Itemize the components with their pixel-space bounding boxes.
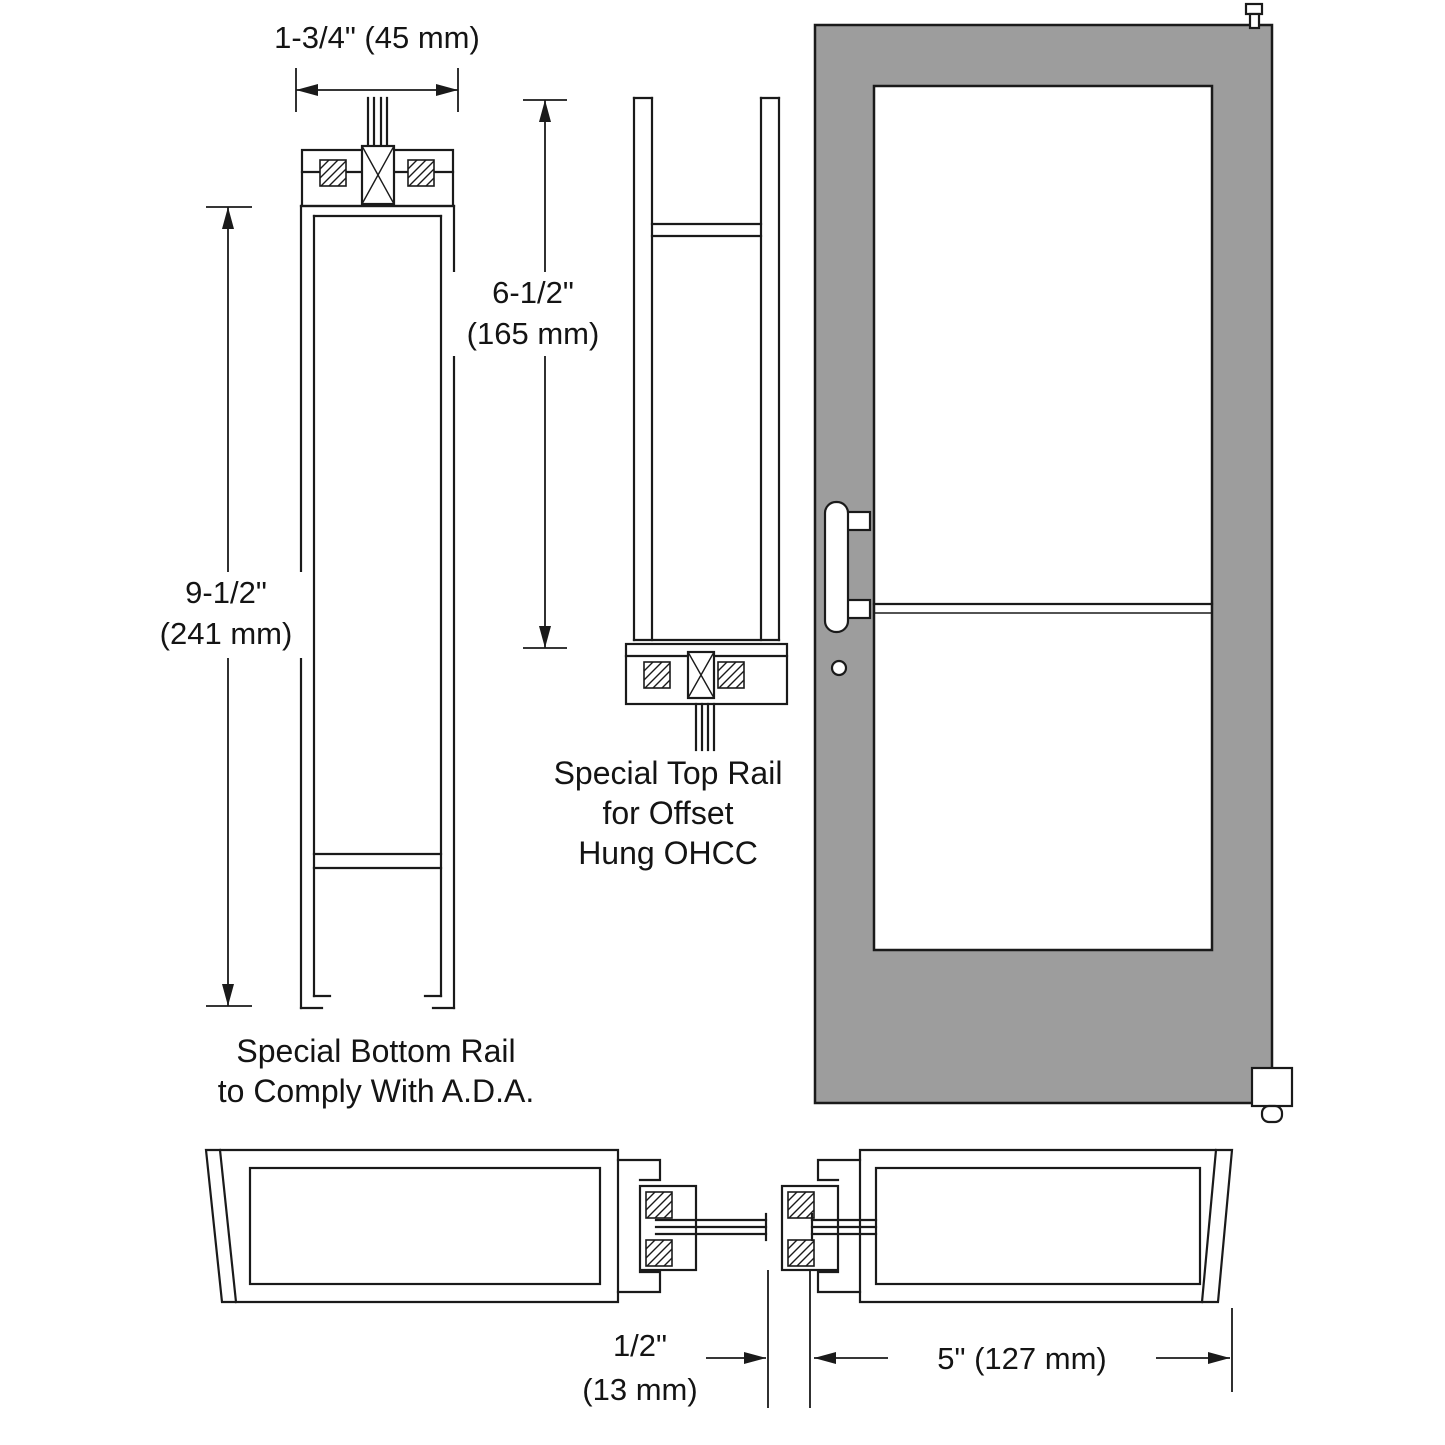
stile-section-left xyxy=(204,1148,768,1304)
interlock-rod-left xyxy=(654,1212,768,1242)
bottom-rail-caption-line2: to Comply With A.D.A. xyxy=(218,1073,535,1109)
door-glass xyxy=(872,84,1214,952)
interlock-rod-right xyxy=(810,1212,878,1242)
door-elevation xyxy=(813,2,1294,1124)
dim-bottom-rail-bg xyxy=(142,572,310,658)
top-rail-caption-line2: for Offset xyxy=(602,795,733,831)
dim-rail-width xyxy=(295,68,459,112)
dim-top-rail-height-label: 6-1/2" xyxy=(492,275,574,310)
top-rail-profile-drawing xyxy=(624,96,789,752)
stile-section-right xyxy=(780,1148,1234,1304)
pivot-rod-lower-icon xyxy=(694,702,716,752)
top-rail-caption-line3: Hung OHCC xyxy=(578,835,758,871)
dim-stile-bg xyxy=(888,1336,1156,1380)
dim-gap-label: 1/2" xyxy=(613,1328,667,1363)
dim-stile-width-label: 5" (127 mm) xyxy=(937,1341,1107,1376)
door-top-pivot xyxy=(1244,2,1264,30)
door-handle xyxy=(823,500,872,634)
top-pivot-hardware xyxy=(624,642,789,706)
dim-rail-width-label: 1-3/4" (45 mm) xyxy=(274,20,480,55)
top-rail-body xyxy=(632,96,781,642)
bottom-rail-caption-line1: Special Bottom Rail xyxy=(236,1033,515,1069)
top-rail-caption-line1: Special Top Rail xyxy=(554,755,783,791)
dim-top-rail-bg xyxy=(448,272,620,356)
bottom-pivot-hardware xyxy=(300,144,455,208)
bottom-rail-body xyxy=(299,204,456,1010)
dim-top-rail-height xyxy=(523,99,567,649)
dim-bottom-rail-height-label: 9-1/2" xyxy=(185,575,267,610)
dim-top-rail-height-mm-label: (165 mm) xyxy=(467,316,600,351)
dim-gap-mm-label: (13 mm) xyxy=(582,1372,697,1407)
bottom-rail-profile-drawing xyxy=(299,96,456,1010)
door-bottom-pivot xyxy=(1250,1066,1294,1124)
cylinder-lock-icon xyxy=(830,659,848,677)
dim-bottom-rail-height-mm-label: (241 mm) xyxy=(160,616,293,651)
